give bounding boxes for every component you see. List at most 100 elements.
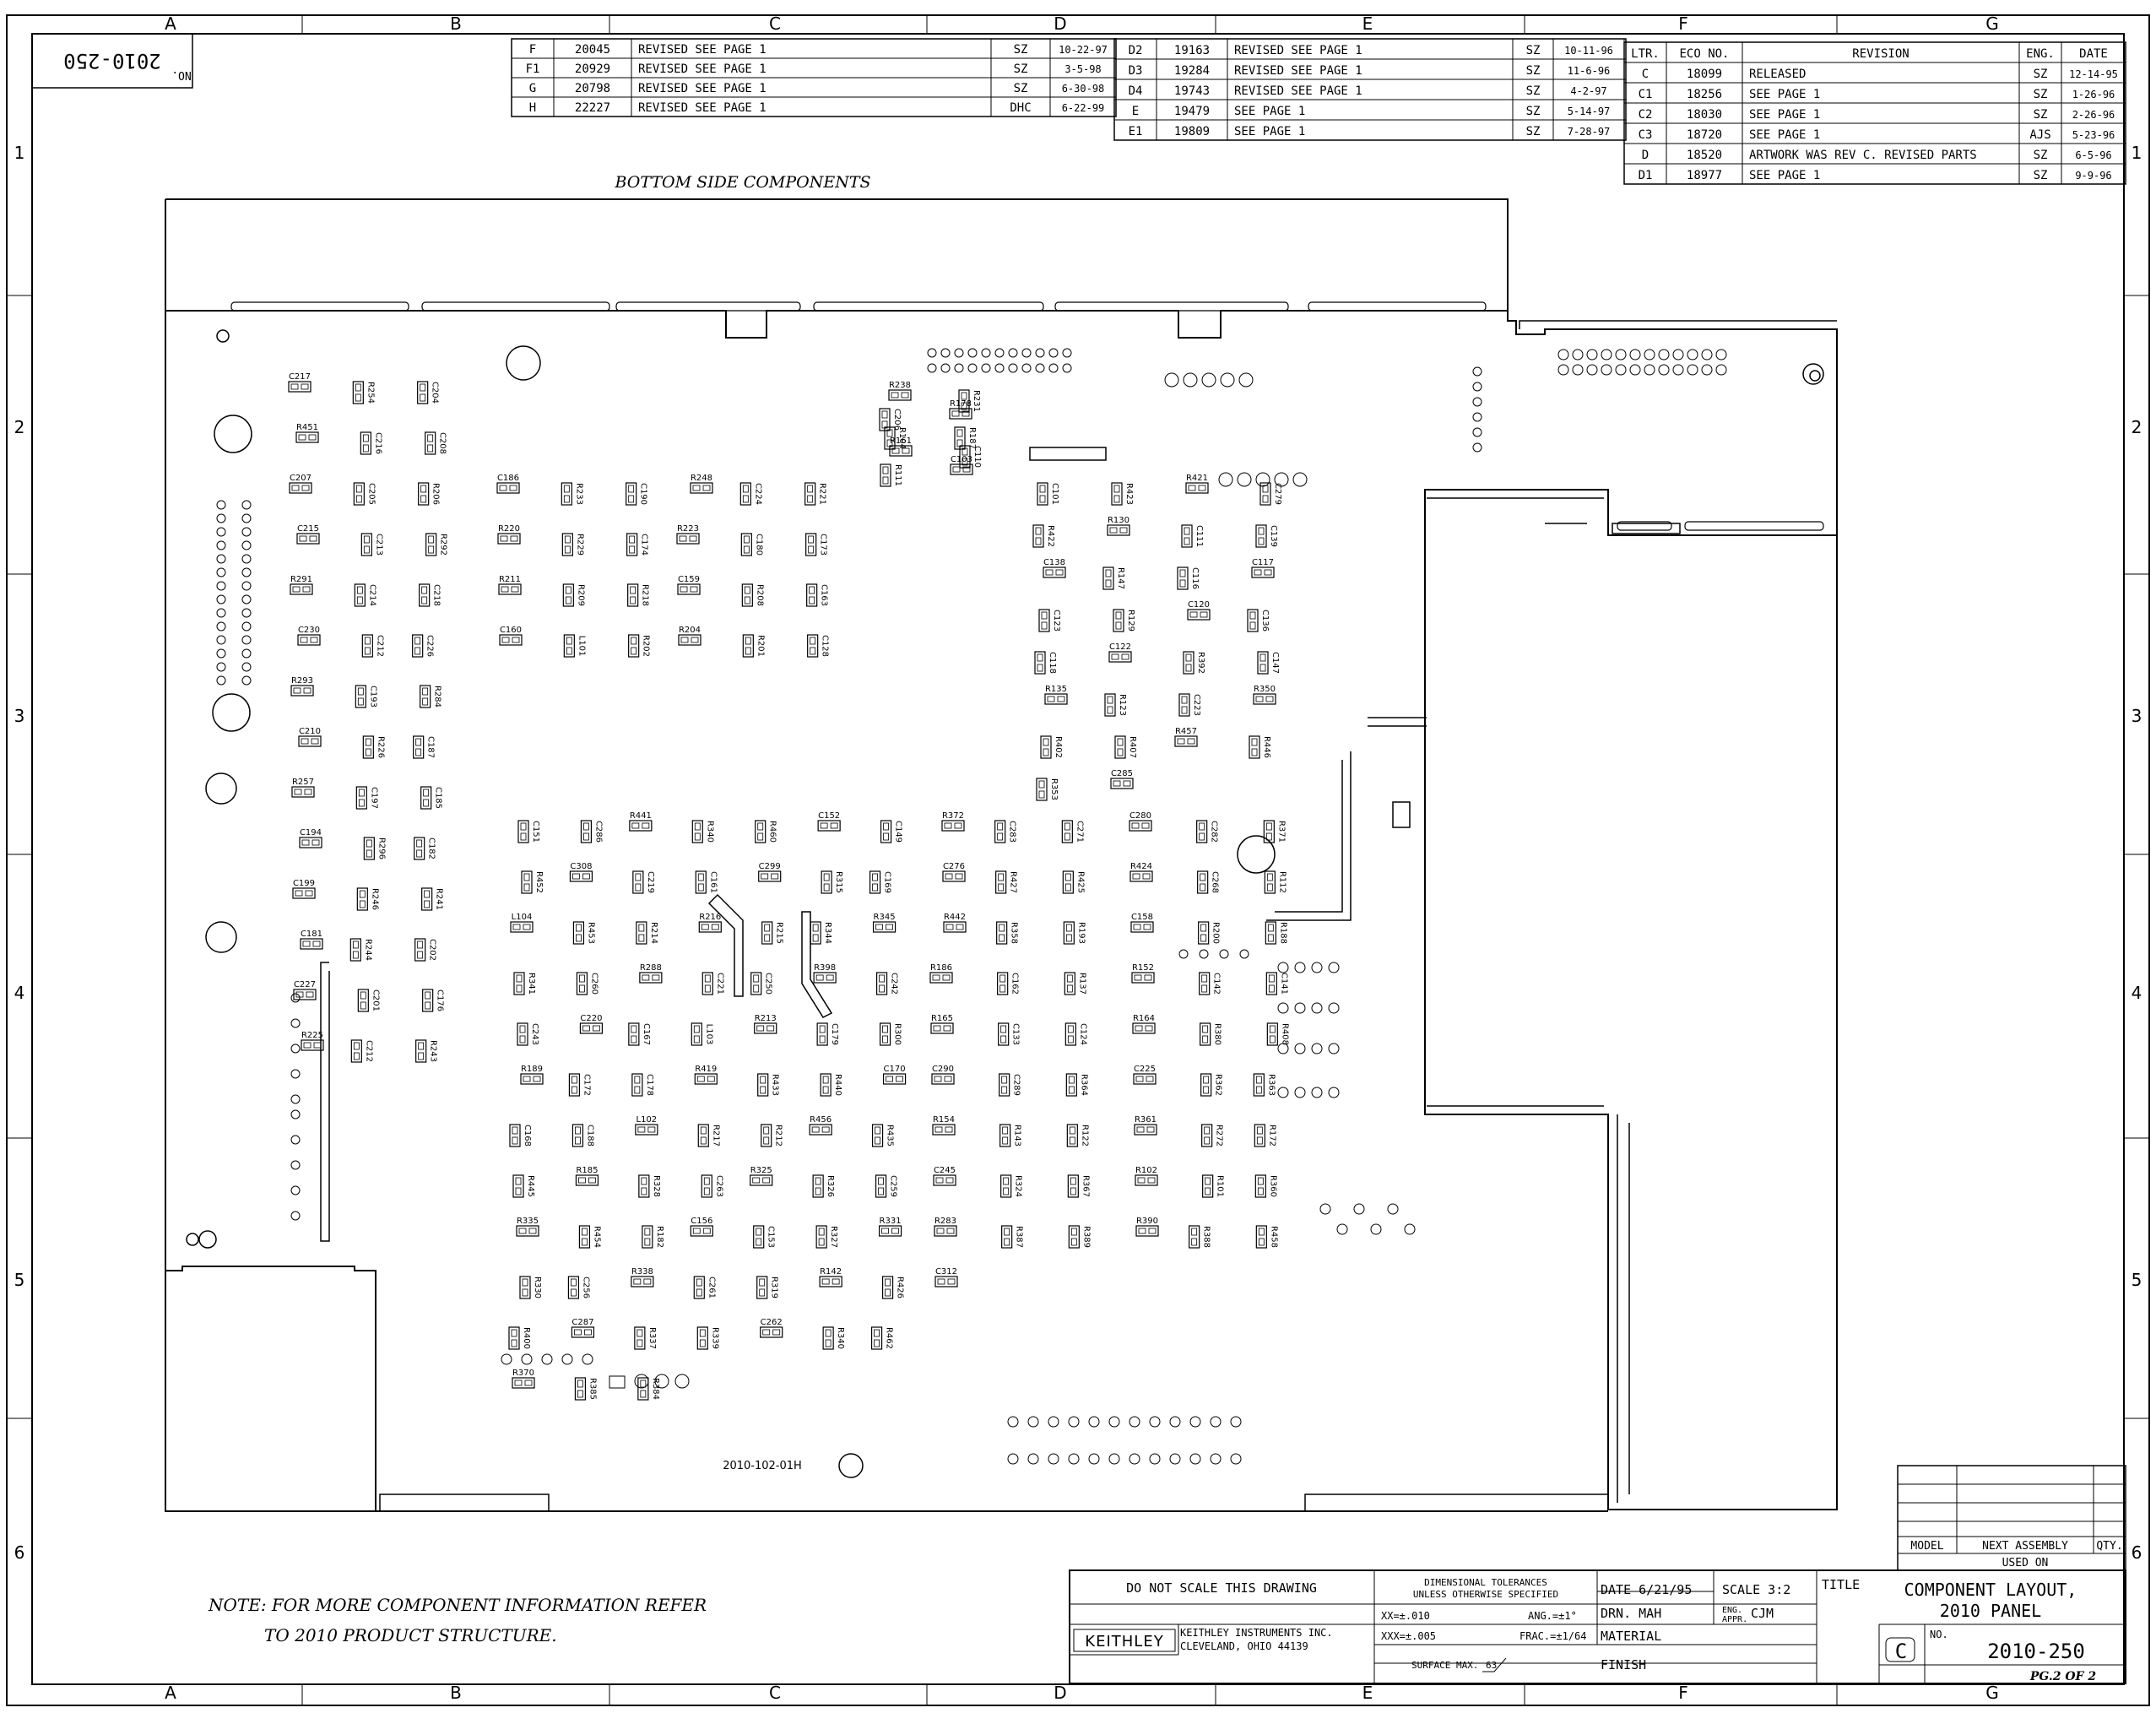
- pin-c-7: [1658, 349, 1670, 360]
- rev-mid-row-4-ltr: E1: [1129, 125, 1143, 138]
- zone-row-right-3: 3: [2132, 706, 2142, 726]
- component-c118: C118: [1034, 651, 1057, 675]
- pin-e-7: [216, 594, 226, 604]
- component-label: C182: [427, 838, 436, 859]
- component-c163: C163: [806, 583, 829, 607]
- pin-c-10: [1701, 349, 1713, 360]
- component-c174: C174: [626, 533, 649, 556]
- component-label: C163: [820, 584, 829, 606]
- component-label: R353: [1049, 778, 1059, 800]
- component-label: R165: [931, 1014, 953, 1023]
- pin-a-0: [927, 348, 937, 358]
- rev-right-row-2-eng: SZ: [2034, 108, 2048, 122]
- pin-f-13: [241, 675, 252, 686]
- pin-f-8: [241, 608, 252, 618]
- pad-right-5: [1404, 1223, 1416, 1235]
- component-label: C243: [530, 1023, 539, 1045]
- pad-b-3: [561, 1353, 573, 1365]
- component-r213: R213: [754, 1014, 777, 1034]
- pin-b-10: [1062, 363, 1072, 373]
- component-label: C170: [884, 1065, 906, 1074]
- component-label: R215: [775, 922, 784, 944]
- rev-mid-row-0-ltr: D2: [1129, 44, 1143, 57]
- component-r388: R388: [1189, 1225, 1211, 1249]
- rev-mid-row-4-date: 7-28-97: [1568, 126, 1611, 138]
- component-label: R423: [1124, 483, 1134, 505]
- pin-b-0: [927, 363, 937, 373]
- component-c179: C179: [816, 1022, 839, 1046]
- component-r165: R165: [930, 1014, 954, 1034]
- component-r327: R327: [815, 1225, 838, 1249]
- zone-row-right-6: 6: [2132, 1542, 2142, 1563]
- component-c250: C250: [750, 972, 773, 995]
- pin-e-1: [216, 513, 226, 523]
- component-label: R143: [1013, 1125, 1022, 1147]
- pad-left-1: [290, 1018, 301, 1028]
- component-label: C161: [708, 871, 718, 893]
- pad-mid-1: [1199, 949, 1209, 959]
- pin-c-9: [1687, 349, 1698, 360]
- rev-left-row-3-ltr: H: [529, 101, 536, 115]
- component-label: C160: [500, 626, 522, 635]
- zone-col-bottom-C: C: [769, 1683, 781, 1703]
- component-label: L104: [512, 913, 533, 922]
- pin-g-4: [1472, 427, 1482, 437]
- rev-left-row-0-eng: SZ: [1014, 43, 1028, 57]
- component-label: C152: [818, 811, 840, 821]
- component-r129: R129: [1113, 609, 1135, 632]
- pad-row-2-3: [1328, 1043, 1340, 1054]
- component-label: R104: [897, 427, 907, 449]
- component-r337: R337: [634, 1326, 657, 1350]
- pad-b-2: [541, 1353, 553, 1365]
- zone-row-right-2: 2: [2132, 417, 2142, 437]
- component-label: R291: [290, 575, 312, 584]
- component-r345: R345: [872, 913, 897, 933]
- zone-col-top-F: F: [1678, 14, 1688, 34]
- component-r407: R407: [1114, 735, 1137, 759]
- component-label: R161: [890, 436, 912, 446]
- component-r147: R147: [1102, 566, 1125, 590]
- component-r152: R152: [1131, 963, 1155, 984]
- component-label: R402: [1054, 736, 1063, 758]
- zone-col-bottom-D: D: [1054, 1683, 1066, 1703]
- component-r215: R215: [761, 921, 784, 945]
- component-label: R441: [630, 811, 652, 821]
- rev-left-row-1-date: 3-5-98: [1064, 63, 1101, 75]
- component-c161: C161: [695, 870, 718, 894]
- component-label: R101: [1216, 1175, 1225, 1197]
- component-label: R220: [498, 524, 520, 534]
- slot-1: [421, 301, 610, 312]
- pad-bottom-2: [1048, 1416, 1059, 1428]
- component-c218: C218: [419, 583, 441, 607]
- pin-f-9: [241, 621, 252, 632]
- component-label: R283: [934, 1217, 956, 1226]
- pin-e-8: [216, 608, 226, 618]
- component-c120: C120: [1187, 600, 1211, 621]
- component-r214: R214: [636, 921, 658, 945]
- component-label: R427: [1009, 871, 1018, 893]
- hole-8: [1809, 370, 1821, 382]
- pad-top2-3: [1274, 472, 1289, 487]
- component-c138: C138: [1043, 558, 1066, 578]
- hole-6: [1237, 835, 1276, 874]
- pad-bottom2-4: [1088, 1453, 1100, 1465]
- component-label: R370: [512, 1369, 534, 1378]
- component-label: R363: [1266, 1074, 1276, 1096]
- pad-left-3: [290, 1069, 301, 1079]
- component-r315: R315: [821, 870, 843, 894]
- component-label: R189: [521, 1065, 543, 1074]
- pad-bottom-3: [1068, 1416, 1080, 1428]
- pin-f-6: [241, 581, 252, 591]
- tolerance-frac: FRAC.=±1/64: [1519, 1630, 1586, 1642]
- component-label: C220: [580, 1014, 602, 1023]
- component-r326: R326: [812, 1174, 835, 1198]
- component-c212: C212: [350, 1039, 373, 1063]
- component-label: R123: [1118, 694, 1127, 716]
- zone-col-bottom-A: A: [165, 1683, 176, 1703]
- pad-right-2: [1353, 1203, 1365, 1215]
- component-c227: C227: [293, 980, 317, 1000]
- pin-f-11: [241, 648, 252, 659]
- component-r284: R284: [420, 685, 442, 708]
- component-label: C219: [646, 871, 655, 893]
